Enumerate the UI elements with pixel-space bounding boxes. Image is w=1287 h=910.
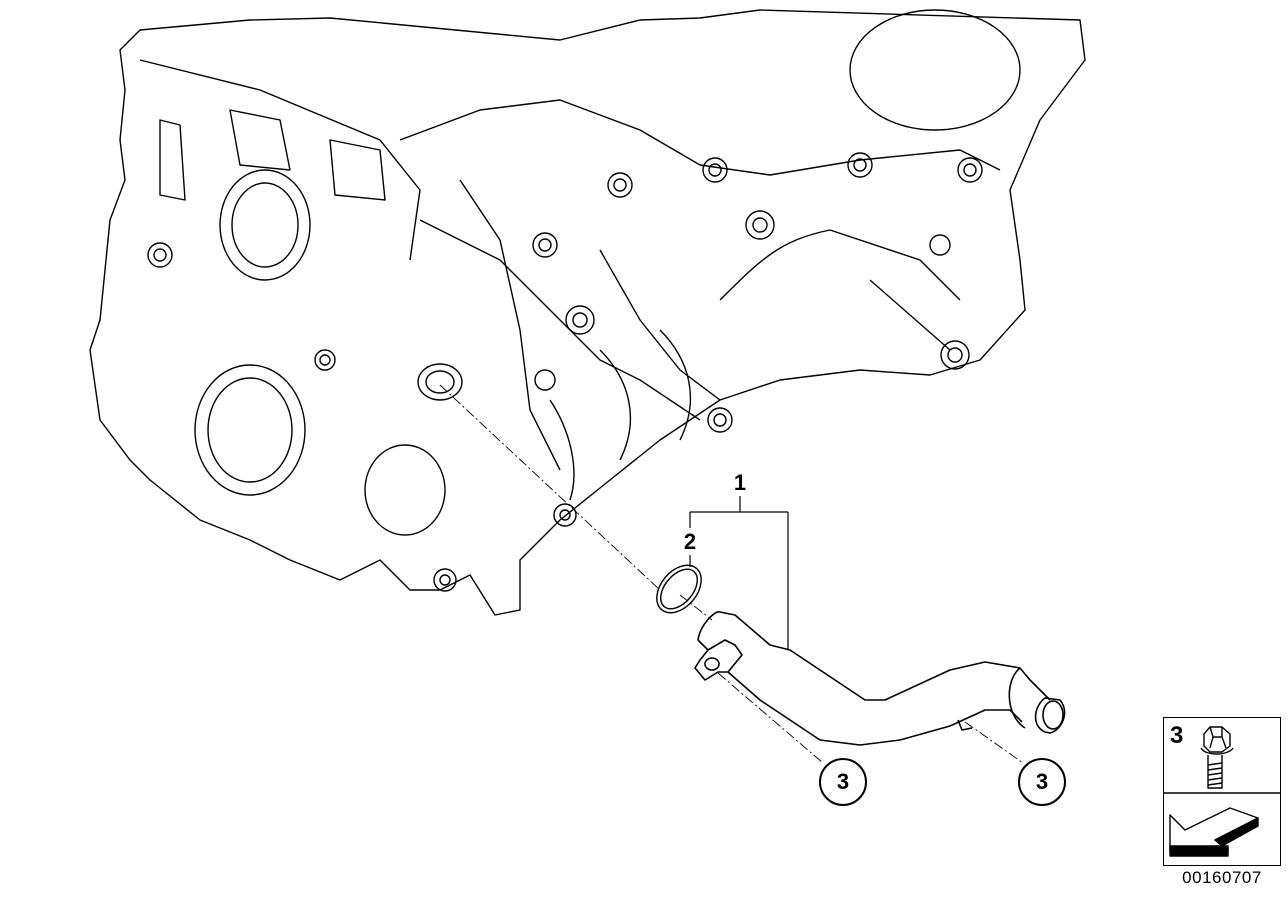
coolant-pipe-part-1 — [694, 611, 1066, 746]
callout-part-1[interactable]: 1 — [733, 470, 747, 495]
diagram-id: 00160707 — [1182, 868, 1262, 887]
callout-bracket — [689, 496, 789, 650]
direction-arrow-icon — [1169, 807, 1259, 857]
callout-part-3-left[interactable]: 3 — [819, 758, 867, 806]
hex-flange-bolt-icon — [1200, 726, 1234, 789]
legend-part-number[interactable]: 3 — [1170, 722, 1184, 749]
engine-block — [89, 9, 1086, 616]
callout-part-3-right[interactable]: 3 — [1018, 758, 1066, 806]
leader-lines — [439, 384, 1024, 764]
legend-graphics — [1163, 726, 1280, 857]
callout-part-2[interactable]: 2 — [683, 529, 697, 554]
o-ring-part-2 — [656, 564, 702, 614]
parts-legend: 3 — [1163, 717, 1281, 866]
